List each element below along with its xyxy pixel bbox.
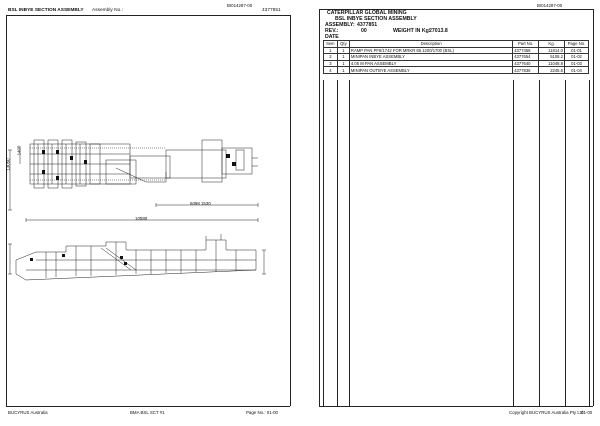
parts-table: Item Qty Description Part No. Kg. Page N…	[323, 40, 589, 74]
frame-left	[6, 15, 7, 406]
column-header: Kg.	[538, 40, 565, 48]
right-header-rule	[319, 9, 593, 10]
column-header: Item	[323, 40, 338, 48]
column-rule	[337, 80, 338, 406]
weight-label: WEIGHT IN Kg:	[393, 28, 431, 34]
item-cell: 3	[323, 59, 338, 68]
page-gutter	[295, 0, 305, 426]
item-cell: 4	[323, 66, 338, 74]
weight-value: 27013.8	[429, 28, 448, 34]
column-rule	[513, 80, 514, 406]
footer-company: BUCYRUS Australia	[8, 410, 48, 415]
length-dimension: 6098 1530	[190, 201, 211, 206]
column-header: Qty	[336, 40, 350, 48]
part-number-cell: 4377836	[512, 66, 540, 74]
part-number-cell: 4377640	[512, 59, 540, 68]
table-header-row: Item Qty Description Part No. Kg. Page N…	[323, 40, 589, 48]
item-cell: 1	[323, 46, 338, 55]
column-header: Part No.	[512, 40, 540, 48]
page-cell: 01-04	[564, 66, 589, 74]
table-row: 1 1 RAMP PAN PF6/1742 FOR MRKR 85.1200/1…	[323, 46, 589, 55]
column-rule	[589, 80, 590, 406]
drawing-page: BSL INBYE SECTION ASSEMBLY Assembly No.:…	[0, 0, 295, 426]
qty-cell: 1	[336, 66, 350, 74]
footer-reference: BMA BSL SCT #1	[130, 410, 165, 415]
assembly-number: 4377851	[262, 8, 281, 13]
rev-value: 00	[361, 28, 367, 34]
frame-right	[290, 15, 291, 406]
section-title: BSL INBYE SECTION ASSEMBLY	[335, 16, 417, 22]
plan-view-drawing	[8, 139, 259, 222]
footer-page-number: 01-00	[581, 410, 593, 415]
column-rule	[539, 80, 540, 406]
column-header: Page No.	[564, 40, 589, 48]
footer-rule	[6, 406, 290, 407]
parts-list-page: BI014287-00 CATERPILLAR GLOBAL MINING BS…	[305, 0, 600, 426]
assembly-number: 4377851	[357, 22, 378, 28]
table-row: 3 1 4.05 M PAN ASSEMBLY 4377640 11048.8 …	[323, 59, 589, 68]
description-cell: RAMP PAN PF6/1742 FOR MRKR 85.1200/1700 …	[348, 46, 514, 55]
column-rule	[323, 80, 324, 406]
right-doc-code: BI014287-00	[537, 3, 563, 8]
footer-copyright: Copyright BUCYRUS Australia Pty Ltd	[509, 410, 584, 415]
description-cell: MINIPAN INBYE ASSEMBLY	[348, 53, 514, 61]
qty-cell: 1	[336, 59, 350, 68]
part-number-cell: 4377458	[512, 46, 540, 55]
drawing-title: BSL INBYE SECTION ASSEMBLY	[8, 8, 84, 13]
doc-code: BI014287-00	[227, 3, 253, 8]
description-cell: 4.05 M PAN ASSEMBLY	[348, 59, 514, 68]
height-dimension: 13050	[5, 158, 11, 171]
weight-cell: 11814.0	[538, 46, 565, 55]
part-number-cell: 4377654	[512, 53, 540, 61]
right-frame-right	[593, 9, 594, 406]
table-row: 4 1 MINIPAN OUTBYE ASSEMBLY 4377836 2245…	[323, 66, 589, 74]
weight-cell: 2245.6	[538, 66, 565, 74]
column-header: Description	[348, 40, 514, 48]
footer-page-number: Page No.: 01-00	[246, 410, 278, 415]
page-cell: 01-01	[564, 46, 589, 55]
date-label: DATE	[325, 34, 339, 40]
side-view-drawing	[8, 234, 266, 281]
weight-cell: 5108.2	[538, 53, 565, 61]
assembly-label: ASSEMBLY:	[325, 22, 355, 28]
header-rule	[6, 15, 290, 16]
description-cell: MINIPAN OUTBYE ASSEMBLY	[348, 66, 514, 74]
right-footer-rule	[319, 406, 593, 407]
qty-cell: 1	[336, 46, 350, 55]
right-frame-left	[319, 9, 320, 406]
total-length-dimension: 10580	[135, 216, 148, 221]
company-name: CATERPILLAR GLOBAL MINING	[327, 10, 407, 16]
qty-cell: 1	[336, 53, 350, 61]
item-cell: 2	[323, 53, 338, 61]
weight-cell: 11048.8	[538, 59, 565, 68]
column-rule	[565, 80, 566, 406]
column-rule	[349, 80, 350, 406]
page-cell: 01-02	[564, 53, 589, 61]
assembly-label: Assembly No.:	[92, 8, 123, 13]
page-cell: 01-03	[564, 59, 589, 68]
table-row: 2 1 MINIPAN INBYE ASSEMBLY 4377654 5108.…	[323, 53, 589, 61]
rev-label: REV.:	[325, 28, 339, 34]
inner-dimension: 1400	[16, 145, 22, 156]
